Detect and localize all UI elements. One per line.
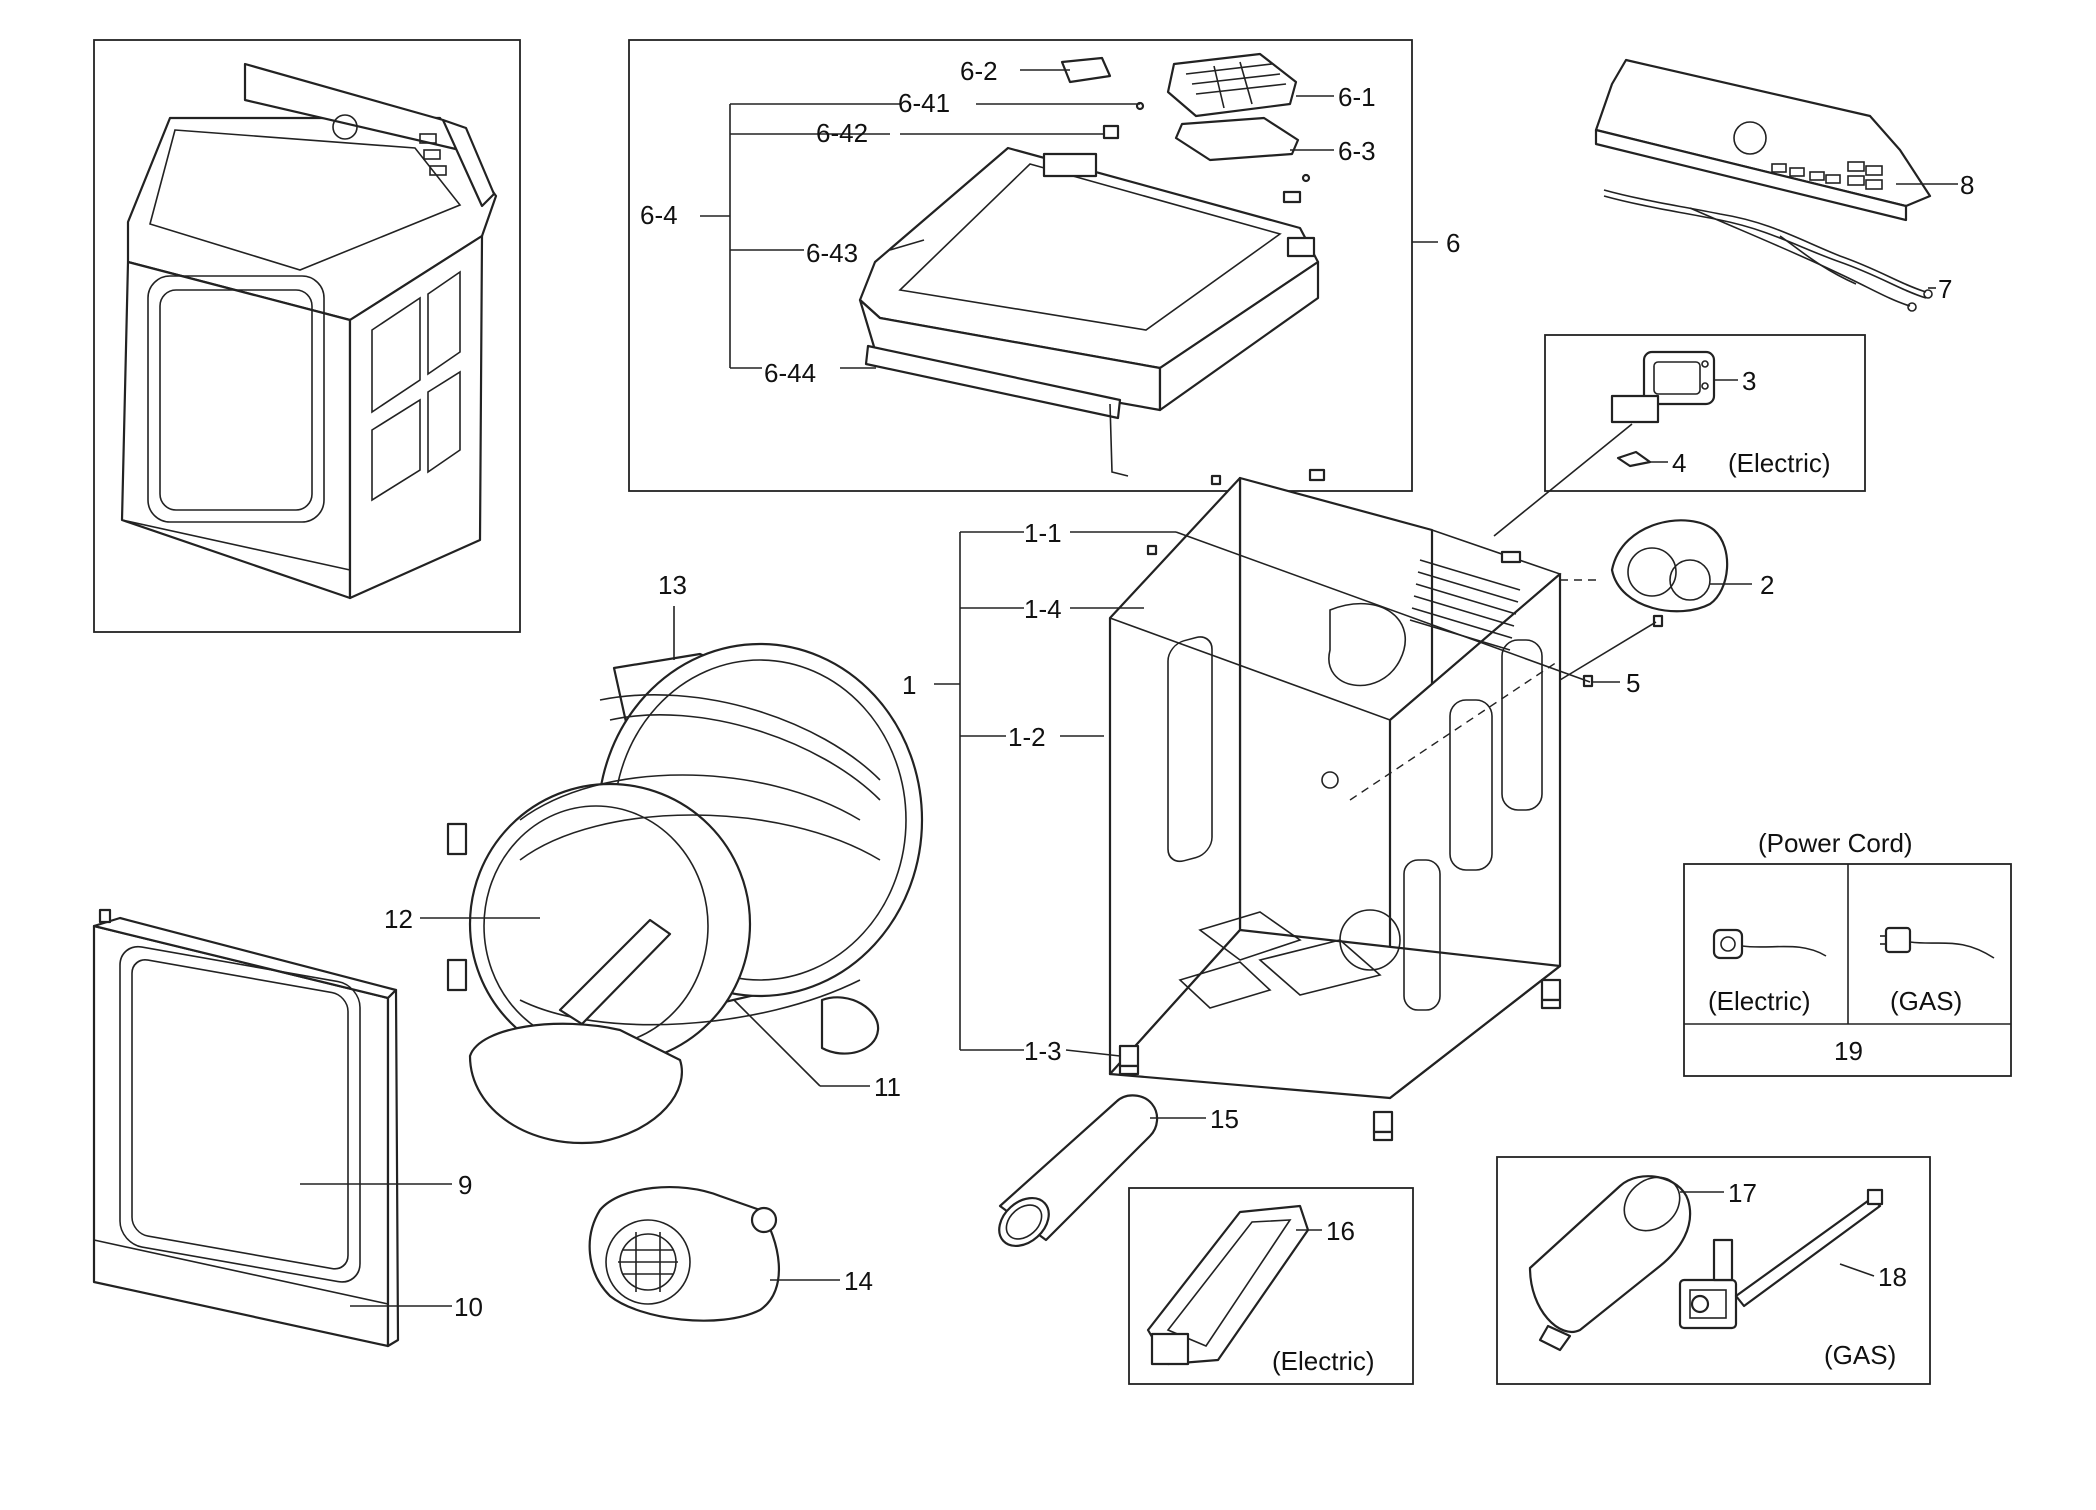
cabinet-illustration: [1108, 468, 1562, 1142]
callout-1-3: 1-3: [1024, 1036, 1062, 1066]
door-illustration: [92, 908, 400, 1348]
filter-electric-label: (Electric): [1728, 448, 1831, 478]
callout-3: 3: [1742, 366, 1756, 396]
callout-6-4: 6-4: [640, 200, 678, 230]
power-cord-electric-illustration: [1712, 928, 1827, 960]
callout-12: 12: [384, 904, 413, 934]
callout-labels: 6-2 6-41 6-42 6-4 6-43 6-44 6-1 6-3 6 8 …: [384, 56, 1974, 1376]
assembled-dryer-illustration: [120, 62, 498, 600]
callout-6-1: 6-1: [1338, 82, 1376, 112]
callout-11: 11: [874, 1072, 901, 1102]
callout-19: 19: [1834, 1036, 1863, 1066]
callout-6-2: 6-2: [960, 56, 998, 86]
callout-4: 4: [1672, 448, 1686, 478]
power-cord-electric-label: (Electric): [1708, 986, 1811, 1016]
callout-9: 9: [458, 1170, 472, 1200]
wire-harness: [1603, 189, 1933, 312]
callout-6: 6: [1446, 228, 1460, 258]
callout-6-41: 6-41: [898, 88, 950, 118]
exhaust-duct-illustration: [998, 1094, 1159, 1248]
control-panel-illustration: [1594, 58, 1933, 312]
callout-5: 5: [1626, 668, 1640, 698]
callout-6-44: 6-44: [764, 358, 816, 388]
gas-burner-label: (GAS): [1824, 1340, 1896, 1370]
gas-valve: [1678, 1238, 1738, 1330]
callout-6-42: 6-42: [816, 118, 868, 148]
lint-filter-illustration: [1610, 350, 1716, 468]
power-cord-title: (Power Cord): [1758, 828, 1913, 858]
callout-6-3: 6-3: [1338, 136, 1376, 166]
callout-10: 10: [454, 1292, 483, 1322]
callout-13: 13: [658, 570, 687, 600]
callout-1-1: 1-1: [1024, 518, 1062, 548]
cabinet-feet: [1118, 978, 1562, 1142]
callout-18: 18: [1878, 1262, 1907, 1292]
gas-burner-illustration: [1528, 1175, 1884, 1352]
callout-6-43: 6-43: [806, 238, 858, 268]
callout-2: 2: [1760, 570, 1774, 600]
leader-lines: [300, 69, 1958, 1307]
power-cord-gas-label: (GAS): [1890, 986, 1962, 1016]
callout-1: 1: [902, 670, 916, 700]
callout-1-4: 1-4: [1024, 594, 1062, 624]
callout-7: 7: [1938, 274, 1952, 304]
callout-14: 14: [844, 1266, 873, 1296]
callout-16: 16: [1326, 1216, 1355, 1246]
rear-duct-illustration: [1582, 519, 1729, 688]
callout-8: 8: [1960, 170, 1974, 200]
top-cover-illustration: [858, 52, 1320, 477]
blower-illustration: [588, 1186, 780, 1322]
drum-illustration: [446, 642, 924, 1145]
power-cord-gas-illustration: [1880, 926, 1995, 959]
duct-alignment-line-2: [1349, 659, 1561, 801]
callout-15: 15: [1210, 1104, 1239, 1134]
heater-electric-label: (Electric): [1272, 1346, 1375, 1376]
callout-1-2: 1-2: [1008, 722, 1046, 752]
callout-17: 17: [1728, 1178, 1757, 1208]
